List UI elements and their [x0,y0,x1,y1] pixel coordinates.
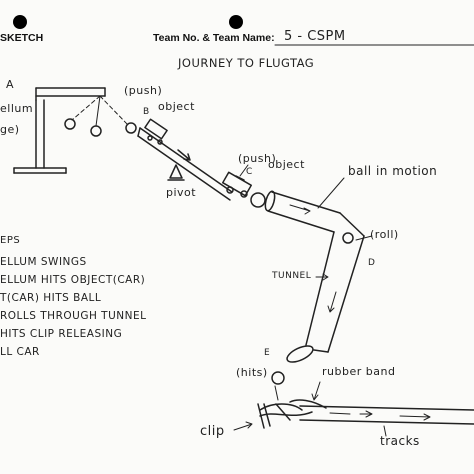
label-push-1: (push) [124,84,163,97]
page-title: JOURNEY TO FLUGTAG [178,56,315,70]
launcher [259,399,327,421]
step-item: ELLUM HITS OBJECT(CAR) [0,274,146,286]
label-point-a: A [6,78,15,91]
pivot-triangle [167,164,185,181]
label-pendulum-bottom: ge) [0,123,20,136]
pendulum-stand [13,87,106,174]
label-pendulum-top: ellum [0,102,34,115]
step-item: LL CAR [0,346,40,358]
push-2-arrow [239,164,249,177]
tunnel-upper [264,190,341,233]
label-roll: (roll) [370,228,399,241]
tracks-arrow [383,425,387,437]
plank-arrow [177,149,191,161]
step-item: HITS CLIP RELEASING [0,328,123,340]
tunnel-lower [286,212,365,363]
tunnel-lower-arrow [327,291,337,313]
object-car-c [221,171,253,198]
label-pivot: pivot [166,186,197,199]
label-tracks: tracks [380,434,420,448]
ball-start [250,192,266,208]
clip-arrow [233,421,253,431]
label-ball-in-motion: ball in motion [348,164,438,178]
pendulum-strings [71,95,129,127]
step-item: ROLLS THROUGH TUNNEL [0,310,147,322]
punch-hole-right [229,15,243,29]
label-push-2: (push) [238,152,277,165]
section-label: SKETCH [0,32,44,44]
object-car-top [144,118,168,145]
roll-arrow [355,235,373,241]
label-point-b: B [143,107,150,117]
team-name-value: 5 - CSPM [284,29,346,44]
pendulum-ball-right [125,122,137,134]
steps-heading: EPS [0,235,21,246]
label-clip: clip [200,424,225,439]
team-label: Team No. & Team Name: [153,32,275,44]
ball-in-tunnel [342,232,354,244]
label-rubber-band: rubber band [322,365,396,378]
punch-hole-left [13,15,27,29]
label-object-2: object [268,158,305,171]
label-point-e: E [264,348,271,358]
rubber-band-arrow [311,381,321,401]
pendulum-ball-center [90,125,102,137]
track-motion-dashes [329,410,431,421]
label-tunnel: TUNNEL [272,271,312,281]
tunnel-label-arrow [315,273,329,281]
tracks [299,405,474,425]
label-object-1: object [158,100,195,113]
step-item: ELLUM SWINGS [0,256,87,268]
ball-motion-arrow [317,177,345,209]
tunnel-upper-arrow [289,204,311,215]
pendulum-ball-left [64,118,76,130]
label-point-d: D [368,258,376,268]
clip-shape [257,403,271,429]
ball-e [271,371,285,385]
hits-arrow [274,385,279,401]
step-item: T(CAR) HITS BALL [0,292,102,304]
label-hits: (hits) [236,366,268,379]
label-point-c: C [246,167,253,177]
